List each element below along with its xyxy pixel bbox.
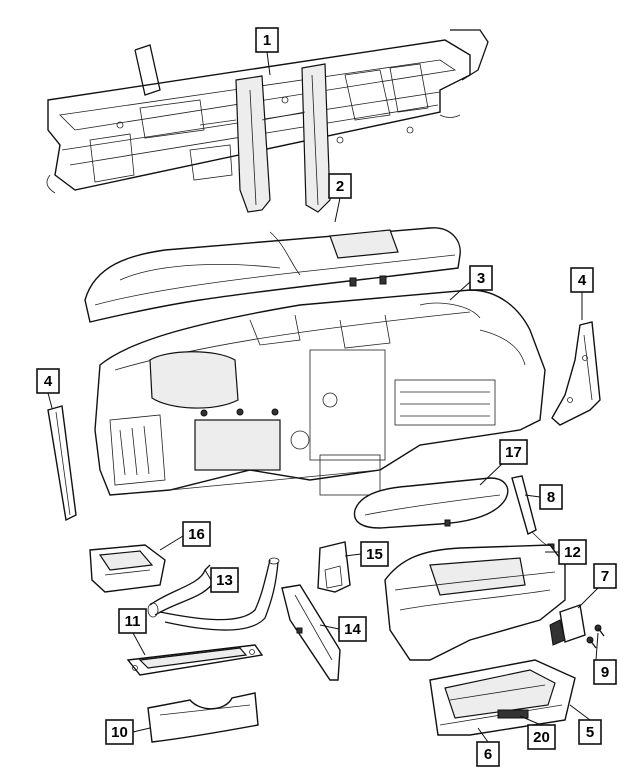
- callout-9-label: 9: [601, 664, 609, 681]
- instrument-panel-top-cover: [84, 227, 461, 323]
- callout-17: 17: [499, 439, 528, 465]
- right-end-cap: [551, 321, 601, 426]
- instrument-panel-base: [94, 289, 546, 496]
- callout-2-label: 2: [336, 178, 344, 195]
- callout-8: 8: [539, 484, 563, 510]
- callout-10-label: 10: [111, 724, 128, 741]
- callout-4-left: 4: [36, 368, 60, 394]
- callout-17-label: 17: [505, 444, 522, 461]
- callout-14: 14: [338, 616, 367, 642]
- callout-8-label: 8: [547, 489, 555, 506]
- screws: [586, 624, 605, 649]
- callout-3: 3: [469, 265, 493, 291]
- mounting-bracket: [317, 541, 351, 593]
- callout-15-label: 15: [366, 546, 383, 563]
- callout-2: 2: [328, 173, 352, 199]
- callout-1: 1: [255, 27, 279, 53]
- callout-20: 20: [527, 724, 556, 750]
- callout-12: 12: [558, 539, 587, 565]
- callout-5-label: 5: [586, 724, 594, 741]
- callout-4-left-label: 4: [44, 373, 53, 390]
- leader-lines: [47, 51, 599, 743]
- callout-20-label: 20: [533, 729, 550, 746]
- callout-3-label: 3: [477, 270, 485, 287]
- callout-16: 16: [182, 521, 211, 547]
- callout-4-right: 4: [570, 267, 594, 293]
- callout-11-label: 11: [125, 613, 141, 630]
- glove-box-latch: [549, 604, 586, 646]
- callout-6-label: 6: [484, 746, 492, 763]
- center-stack-side-panel: [281, 584, 341, 681]
- air-outlet-duct: [89, 544, 166, 593]
- steering-column-cover: [147, 692, 259, 743]
- callout-1-label: 1: [263, 32, 271, 49]
- door-handle: [497, 709, 529, 719]
- callout-16-label: 16: [188, 526, 205, 543]
- callout-5: 5: [578, 719, 602, 745]
- callout-6: 6: [476, 741, 500, 767]
- callout-10: 10: [105, 719, 134, 745]
- callout-7-label: 7: [601, 568, 609, 585]
- callout-13: 13: [210, 567, 239, 593]
- callout-15: 15: [360, 541, 389, 567]
- knee-airbag-cover: [353, 477, 509, 529]
- left-end-cap: [47, 405, 77, 522]
- callout-14-label: 14: [344, 621, 361, 638]
- callout-7: 7: [593, 563, 617, 589]
- glove-box-door: [429, 659, 576, 736]
- callout-9: 9: [593, 659, 617, 685]
- callout-4-right-label: 4: [578, 272, 587, 289]
- callout-11: 11: [118, 608, 147, 634]
- lower-trim-panel: [126, 644, 264, 676]
- glove-box-bin: [384, 544, 566, 661]
- callout-13-label: 13: [216, 572, 233, 589]
- cross-car-beam: [46, 29, 489, 213]
- callout-12-label: 12: [564, 544, 581, 561]
